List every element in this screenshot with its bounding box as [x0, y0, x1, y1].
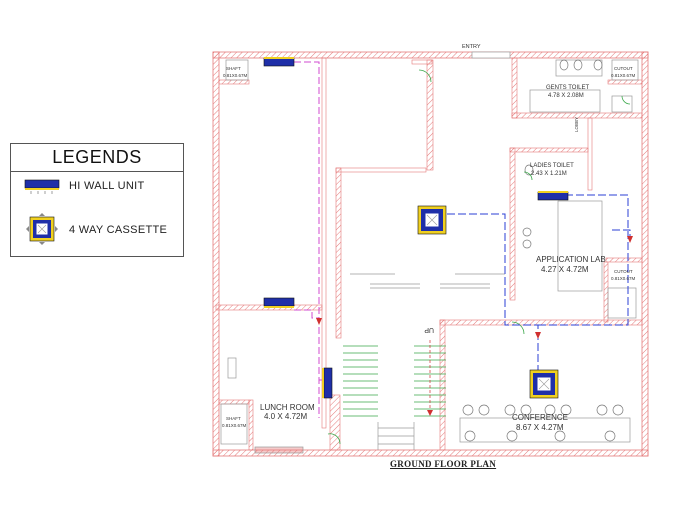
hi-wall-unit-lunch [322, 367, 333, 399]
shaft-bottom-dim: 0.81X0.67M [222, 423, 247, 428]
staircase [343, 340, 446, 450]
shaft-bottom-name: SHAFT [226, 416, 241, 421]
4-way-cassette-icon [26, 213, 58, 245]
app-lab-name: APPLICATION LAB [536, 255, 606, 264]
conference-name: CONFERENCE [512, 413, 568, 422]
gents-toilet-dim: 4.78 X 2.08M [548, 93, 584, 99]
hi-wall-unit-left-mid [263, 297, 295, 308]
doors [327, 69, 631, 445]
conference-chairs [462, 404, 624, 442]
conference-dim: 8.67 X 4.27M [516, 423, 564, 432]
4-way-cassette-center [417, 205, 447, 235]
ladies-toilet-dim: 2.43 X 1.21M [531, 171, 567, 177]
cutout-mid-name: CUTOUT [614, 269, 633, 274]
up-label: UP [424, 326, 434, 333]
app-lab-dim: 4.27 X 4.72M [541, 265, 589, 274]
toilet-fixtures [522, 59, 603, 249]
hi-wall-unit-ladies [537, 191, 569, 201]
gents-toilet-name: GENTS TOILET [546, 85, 589, 91]
hi-wall-unit-top [263, 57, 295, 67]
lunch-room-dim: 4.0 X 4.72M [264, 412, 307, 421]
legend-row-cassette: 4 WAY CASSETTE [11, 212, 183, 245]
fixtures [220, 51, 639, 454]
legend-row-hi-wall: HI WALL UNIT [11, 174, 183, 204]
legend-label-hi-wall: HI WALL UNIT [69, 180, 145, 192]
shaft-top-dim: 0.81X0.67M [223, 73, 248, 78]
refrigerant-pipe [294, 61, 330, 418]
hi-wall-unit-icon [24, 179, 60, 194]
entry-label: ENTRY [462, 44, 481, 50]
ladies-toilet-name: LADIES TOILET [530, 163, 574, 169]
vertical-label: LOBBY [574, 117, 579, 132]
interior-walls [215, 57, 643, 451]
cutout-mid-dim: 0.81X0.67M [611, 276, 636, 281]
lunch-room-name: LUNCH ROOM [260, 403, 315, 412]
legend-title: LEGENDS [11, 144, 183, 172]
shaft-top-name: SHAFT [226, 66, 241, 71]
outer-walls [212, 51, 649, 457]
cutout-top-dim: 0.81X0.67M [611, 73, 636, 78]
cutout-top-name: CUTOUT [614, 66, 633, 71]
legend-label-cassette: 4 WAY CASSETTE [69, 224, 168, 236]
pipe-markers [316, 236, 633, 339]
4-way-cassette-conference [529, 369, 559, 399]
drain-pipe [447, 194, 631, 378]
legend-box: LEGENDS HI WALL UNIT 4 WAY CASSETTE [10, 143, 184, 257]
plan-title: GROUND FLOOR PLAN [390, 459, 497, 469]
